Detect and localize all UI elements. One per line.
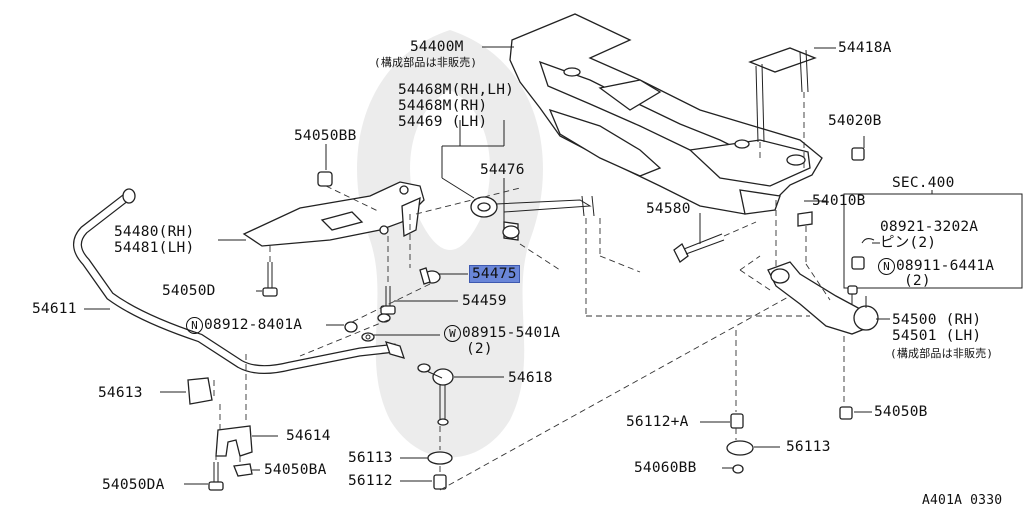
label-nut-qty: (2) [904,273,931,289]
label-56113-right: 56113 [786,439,831,455]
bracket-54614-drawing [215,425,253,457]
bush-56112a-drawing [730,413,744,429]
label-08915-text: 08915-5401A [462,325,561,341]
label-54611: 54611 [32,301,77,317]
rubber-56113-drawing [427,451,453,465]
label-pin: ピン(2) [880,235,937,251]
nut-54060bb-drawing [732,464,744,474]
label-56112: 56112 [348,473,393,489]
nut-54010b-drawing [797,211,813,227]
label-arm-note: (構成部品は非販売) [890,347,994,360]
label-54468m-rhlh: 54468M(RH,LH) [398,82,515,98]
bracket-54480-drawing [242,181,425,247]
bolt-54580-drawing [673,233,725,263]
label-54618: 54618 [508,370,553,386]
label-54050ba: 54050BA [264,462,327,478]
leader-lines [84,46,933,485]
label-54050da: 54050DA [102,477,165,493]
nut-54020b-drawing [851,147,865,161]
label-54475[interactable]: 54475 [469,265,520,283]
nut-54050b-drawing [839,406,853,420]
label-washer-qty: (2) [466,341,493,357]
label-08911-text: 08911-6441A [896,258,995,274]
label-54500-rh: 54500 (RH) [892,312,982,328]
label-54501-lh: 54501 (LH) [892,328,982,344]
label-54400m: 54400M [410,39,464,55]
label-54613: 54613 [98,385,143,401]
label-54580: 54580 [646,201,691,217]
assembly-dashed-lines [213,185,845,491]
label-54476: 54476 [480,162,525,178]
label-56112a: 56112+A [626,414,689,430]
highlighted-part-54475[interactable]: 54475 [469,265,520,283]
diagram-id: A401A 0330 [922,493,1003,508]
label-08912-text: 08912-8401A [204,317,303,333]
mount-bracket-drawing [748,47,817,170]
bolt-54050da-drawing [208,462,224,491]
label-54468m-rh: 54468M(RH) [398,98,488,114]
label-54480-rh: 54480(RH) [114,224,195,240]
insulator-drawing [470,195,595,241]
label-sec400[interactable]: SEC.400 [892,175,955,191]
label-54060bb: 54060BB [634,460,697,476]
label-54481-lh: 54481(LH) [114,240,195,256]
label-54469-lh: 54469 (LH) [398,114,488,130]
bush-56112-drawing [433,474,447,490]
label-08921-3202a: 08921-3202A [880,219,979,235]
label-54050bb: 54050BB [294,128,357,144]
label-54050d: 54050D [162,283,216,299]
label-56113-left: 56113 [348,450,393,466]
label-54050b: 54050B [874,404,928,420]
nut-54050ba-drawing [233,463,253,477]
lower-arm-drawing [767,261,879,335]
rubber-56113b-drawing [726,440,754,456]
w-mark-icon: W [444,325,461,342]
nut-08911-drawing [851,256,865,270]
label-54614: 54614 [286,428,331,444]
sec400-box [843,193,1023,289]
n-mark-icon-2: N [878,258,895,275]
stabilizer-bar-drawing [73,188,406,374]
link-54618-drawing [417,363,454,426]
bushing-54613-drawing [187,377,213,405]
pin-icon [861,238,875,244]
label-54010b: 54010B [812,193,866,209]
label-54418a: 54418A [838,40,892,56]
label-subframe-note: (構成部品は非販売) [374,56,478,69]
n-mark-icon: N [186,317,203,334]
label-54459: 54459 [462,293,507,309]
label-54020b: 54020B [828,113,882,129]
subframe-drawing [509,13,823,215]
nut-54050bb-drawing [317,171,333,187]
